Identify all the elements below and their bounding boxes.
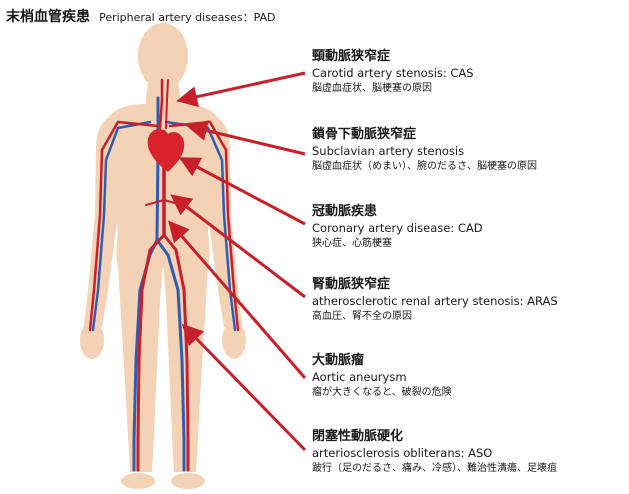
- right-foot: [171, 473, 205, 489]
- title-en: Peripheral artery diseases：PAD: [99, 11, 276, 24]
- arrow-coronary: [178, 157, 306, 226]
- arrow-subclavian: [186, 120, 306, 156]
- right-hand: [222, 321, 246, 359]
- label-coronary-artery-disease: 冠動脈疾患 Coronary artery disease: CAD 狭心症、心…: [312, 203, 483, 252]
- left-hand: [80, 321, 104, 359]
- arrow-renal: [170, 194, 306, 299]
- label-en: atherosclerotic renal artery stenosis: A…: [312, 294, 558, 308]
- page-title: 末梢血管疾患 Peripheral artery diseases：PAD: [6, 6, 276, 26]
- left-leg: [118, 262, 163, 472]
- label-jp: 頸動脈狭窄症: [312, 49, 391, 64]
- left-arm-vein: [91, 120, 152, 332]
- label-jp: 閉塞性動脈硬化: [312, 429, 404, 444]
- left-iliac-artery: [136, 233, 166, 472]
- label-aortic-aneurysm: 大動脈瘤 Aortic aneurysm 瘤が大きくなると、破裂の危険: [312, 352, 452, 401]
- right-leg: [163, 262, 208, 472]
- arrow-aso: [181, 323, 307, 452]
- title-jp: 末梢血管疾患: [6, 9, 90, 25]
- label-symptoms: 脳虚血症状、脳梗塞の原因: [312, 83, 432, 94]
- label-renal-artery-stenosis: 腎動脈狭窄症 atherosclerotic renal artery sten…: [312, 276, 558, 325]
- label-carotid-stenosis: 頸動脈狭窄症 Carotid artery stenosis: CAS 脳虚血症…: [312, 48, 474, 97]
- label-en: Coronary artery disease: CAD: [312, 221, 483, 235]
- label-arteriosclerosis-obliterans: 閉塞性動脈硬化 arteriosclerosis obliterans: ASO…: [312, 428, 557, 477]
- renal-artery-left: [145, 199, 165, 206]
- pointer-arrows: [168, 71, 307, 452]
- label-subclavian-stenosis: 鎖骨下動脈狭窄症 Subclavian artery stenosis 脳虚血症…: [312, 126, 537, 175]
- right-arm: [204, 118, 242, 327]
- label-symptoms: 狭心症、心筋梗塞: [312, 238, 392, 249]
- label-symptoms: 脳虚血症状（めまい）、腕のだるさ、脳梗塞の原因: [312, 161, 537, 172]
- label-en: arteriosclerosis obliterans: ASO: [312, 446, 493, 460]
- label-jp: 大動脈瘤: [312, 353, 365, 368]
- carotid-artery: [158, 78, 164, 130]
- label-jp: 冠動脈疾患: [312, 204, 378, 219]
- label-en: Aortic aneurysm: [312, 370, 407, 384]
- label-en: Subclavian artery stenosis: [312, 144, 465, 158]
- left-foot: [121, 473, 155, 489]
- left-subclavian-artery: [88, 120, 160, 332]
- arrow-aortic: [168, 220, 307, 379]
- label-jp: 鎖骨下動脈狭窄症: [312, 127, 417, 142]
- head: [138, 23, 188, 89]
- label-symptoms: 跛行（足のだるさ、痛み、冷感）、難治性潰瘍、足壊疽: [312, 463, 557, 474]
- label-en: Carotid artery stenosis: CAS: [312, 66, 474, 80]
- carotid-artery-2: [165, 79, 169, 129]
- label-symptoms: 高血圧、腎不全の原因: [312, 311, 412, 322]
- right-leg-vein: [155, 238, 186, 472]
- heart: [147, 129, 185, 172]
- label-jp: 腎動脈狭窄症: [312, 277, 391, 292]
- arrow-carotid: [176, 71, 306, 108]
- label-symptoms: 瘤が大きくなると、破裂の危険: [312, 387, 452, 398]
